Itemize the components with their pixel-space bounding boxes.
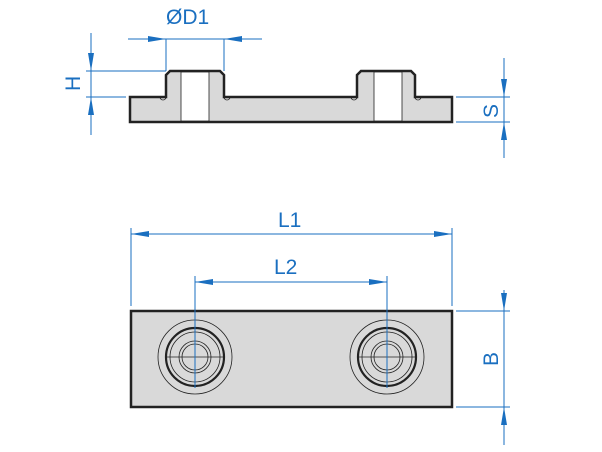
side-view-part-outline (128, 69, 454, 124)
dimension-b: B (456, 290, 510, 445)
dimension-h: H (62, 33, 166, 135)
arrow-down-icon (501, 79, 507, 97)
arrow-up-icon (501, 407, 507, 425)
label-s: S (480, 104, 503, 118)
label-h: H (62, 76, 85, 91)
undercut-grooves (159, 96, 422, 101)
top-view-part-outline (129, 309, 454, 409)
label-l1: L1 (278, 209, 301, 232)
arrow-up-icon (88, 97, 94, 115)
arrow-right-icon (434, 231, 452, 237)
arrow-left-icon (224, 36, 242, 42)
arrow-left-icon (131, 231, 149, 237)
arrow-right-icon (369, 279, 387, 285)
label-b: B (480, 352, 503, 366)
dimension-l1: L1 (130, 209, 453, 306)
arrow-left-icon (195, 279, 213, 285)
arrow-down-icon (88, 53, 94, 71)
arrow-up-icon (501, 122, 507, 140)
right-bore (373, 71, 403, 122)
label-d1: ØD1 (166, 6, 209, 29)
dimension-d1: ØD1 (128, 6, 262, 71)
arrow-right-icon (148, 36, 166, 42)
arrow-down-icon (501, 293, 507, 311)
side-view (128, 69, 454, 124)
left-bore (180, 71, 210, 122)
dimension-s: S (456, 58, 510, 158)
label-l2: L2 (274, 256, 297, 279)
top-view (129, 309, 454, 409)
dimension-l2: L2 (194, 256, 388, 388)
